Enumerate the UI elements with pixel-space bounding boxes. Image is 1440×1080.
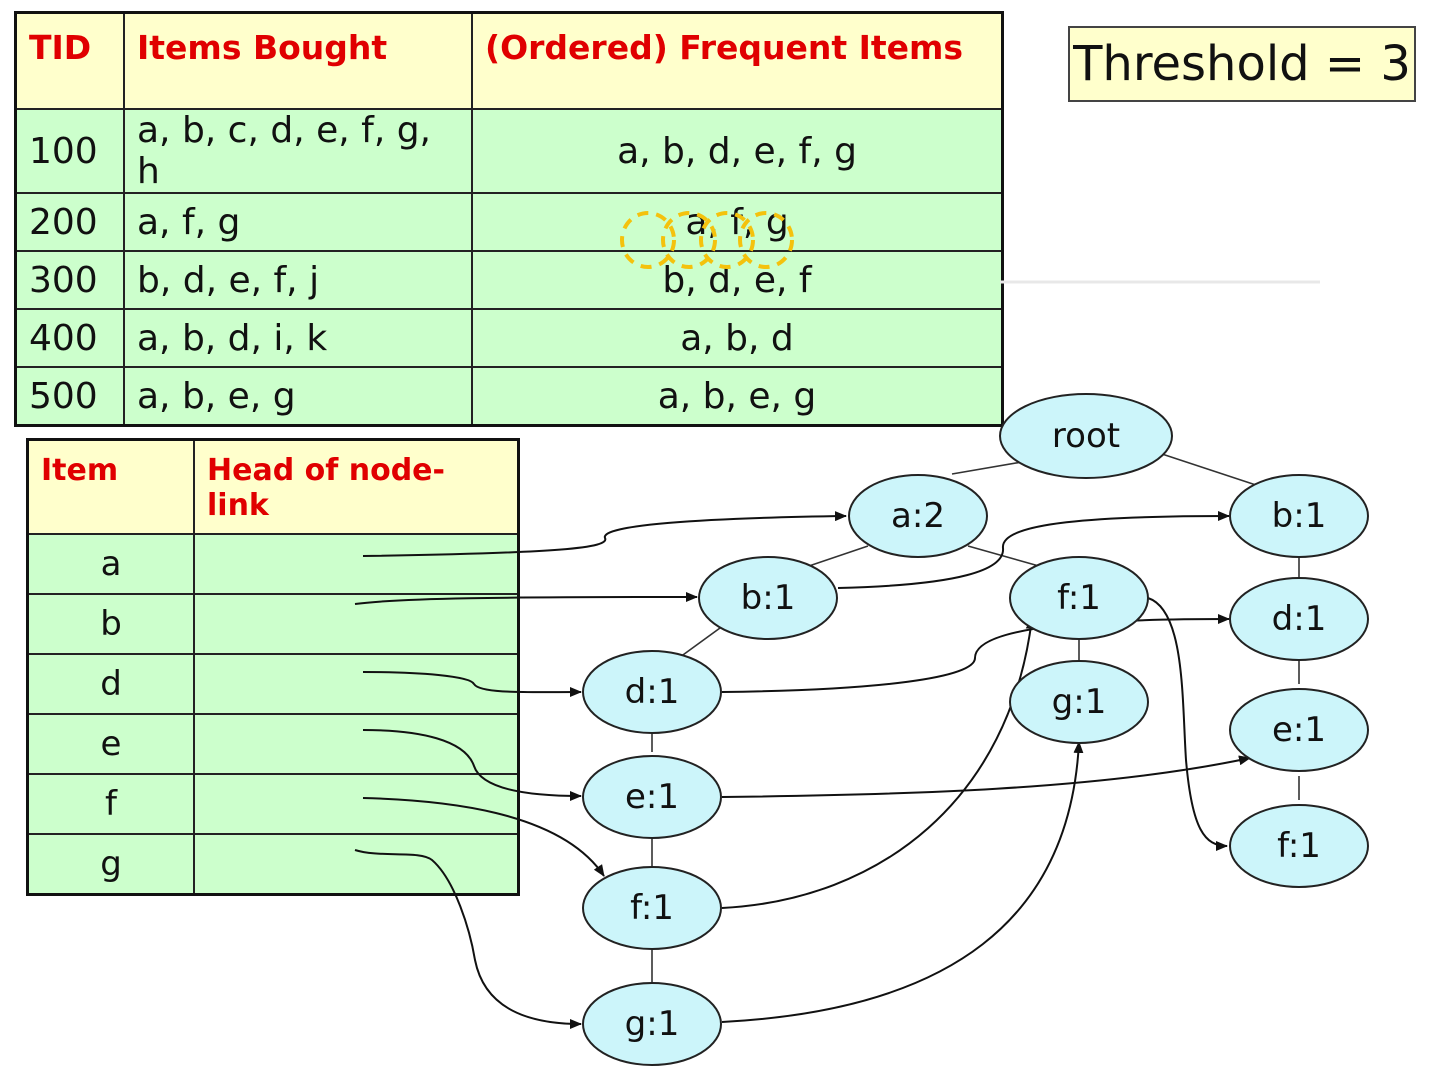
node-label: f:1 (1277, 826, 1321, 866)
tree-node-b1-left: b:1 (698, 556, 838, 640)
header-table-header-row: Item Head of node-link (26, 438, 520, 535)
column-header-node-link: Head of node-link (193, 438, 520, 535)
highlight-circles (620, 211, 794, 269)
tree-node-d1-left: d:1 (582, 650, 722, 734)
column-header-item: Item (26, 438, 195, 535)
node-label: b:1 (1272, 496, 1327, 536)
node-link-arrow-g-to-g (721, 741, 1084, 1023)
header-table-row: g (26, 833, 520, 896)
table-row: 400 a, b, d, i, k a, b, d (14, 308, 1004, 368)
node-label: f:1 (1057, 578, 1101, 618)
header-table-row: f (26, 773, 520, 835)
tid-cell: 300 (14, 250, 125, 310)
highlight-circle (661, 211, 717, 269)
frequent-cell: a, b, d (471, 308, 1004, 368)
tid-cell: 400 (14, 308, 125, 368)
frequent-cell: a, b, d, e, f, g (471, 108, 1004, 194)
threshold-box: Threshold = 3 (1068, 26, 1416, 102)
node-link-cell (193, 833, 520, 896)
node-link-arrow-e-to-e (721, 755, 1251, 798)
tree-node-f1-right: f:1 (1229, 804, 1369, 888)
items-cell: a, b, d, i, k (123, 308, 473, 368)
tree-node-g1-left: g:1 (582, 982, 722, 1066)
node-link-arrow-f-to-f (721, 617, 1036, 909)
node-link-arrow-b-to-b (837, 511, 1230, 589)
node-link-arrow-d (362, 671, 582, 698)
tree-node-f1-mid: f:1 (1009, 556, 1149, 640)
column-header-frequent-items: (Ordered) Frequent Items (471, 11, 1004, 110)
tree-node-d1-right: d:1 (1229, 577, 1369, 661)
node-link-cell (193, 713, 520, 775)
column-header-tid: TID (14, 11, 125, 110)
tid-cell: 100 (14, 108, 125, 194)
items-cell: a, b, c, d, e, f, g, h (123, 108, 473, 194)
tree-node-a2: a:2 (848, 474, 988, 558)
tree-node-e1-right: e:1 (1229, 688, 1369, 772)
node-link-arrow-g (354, 849, 582, 1029)
frequent-cell: b, d, e, f (471, 250, 1004, 310)
highlight-circle (738, 211, 794, 269)
highlight-circle (699, 211, 755, 269)
node-link-arrow-e (362, 729, 582, 801)
header-table-row: e (26, 713, 520, 775)
header-table-row: a (26, 533, 520, 595)
tree-node-e1-left: e:1 (582, 755, 722, 839)
table-header-row: TID Items Bought (Ordered) Frequent Item… (14, 11, 1004, 110)
node-label: a:2 (891, 496, 945, 536)
tree-edge (967, 545, 1047, 569)
item-cell: d (26, 653, 195, 715)
item-cell: e (26, 713, 195, 775)
node-link-arrow-b (354, 592, 698, 605)
frequent-cell: a, f, g (471, 192, 1004, 252)
column-header-items-bought: Items Bought (123, 11, 473, 110)
node-label: e:1 (625, 777, 679, 817)
items-cell: a, b, e, g (123, 366, 473, 427)
node-link-arrow-f-to-f-right (1147, 597, 1228, 851)
tree-node-b1-right: b:1 (1229, 474, 1369, 558)
node-label: e:1 (1272, 710, 1326, 750)
node-label: d:1 (1272, 599, 1327, 639)
node-label: f:1 (630, 888, 674, 928)
node-label: b:1 (741, 578, 796, 618)
node-label: g:1 (1052, 682, 1107, 722)
items-cell: a, f, g (123, 192, 473, 252)
item-cell: a (26, 533, 195, 595)
tid-cell: 200 (14, 192, 125, 252)
header-table-row: d (26, 653, 520, 715)
frequent-cell: a, b, e, g (471, 366, 1004, 427)
table-row: 100 a, b, c, d, e, f, g, h a, b, d, e, f… (14, 108, 1004, 194)
node-link-cell (193, 773, 520, 835)
tree-node-f1-left: f:1 (582, 866, 722, 950)
tree-edge (951, 461, 1023, 475)
items-cell: b, d, e, f, j (123, 250, 473, 310)
node-link-arrow-a (362, 511, 847, 557)
tree-node-g1-mid: g:1 (1009, 660, 1149, 744)
table-row: 500 a, b, e, g a, b, e, g (14, 366, 1004, 427)
table-row: 300 b, d, e, f, j b, d, e, f (14, 250, 1004, 310)
node-label: d:1 (625, 672, 680, 712)
transactions-table: TID Items Bought (Ordered) Frequent Item… (14, 11, 1004, 427)
tree-edge (1161, 453, 1266, 489)
tree-node-root: root (999, 393, 1173, 479)
node-link-arrow-f (362, 797, 605, 877)
tree-edge (802, 545, 869, 569)
node-link-cell (193, 533, 520, 595)
item-cell: f (26, 773, 195, 835)
item-cell: g (26, 833, 195, 896)
node-label: root (1052, 416, 1120, 456)
tid-cell: 500 (14, 366, 125, 427)
table-row: 200 a, f, g a, f, g (14, 192, 1004, 252)
node-label: g:1 (625, 1004, 680, 1044)
highlight-circle (620, 211, 676, 269)
node-link-cell (193, 653, 520, 715)
item-cell: b (26, 593, 195, 655)
